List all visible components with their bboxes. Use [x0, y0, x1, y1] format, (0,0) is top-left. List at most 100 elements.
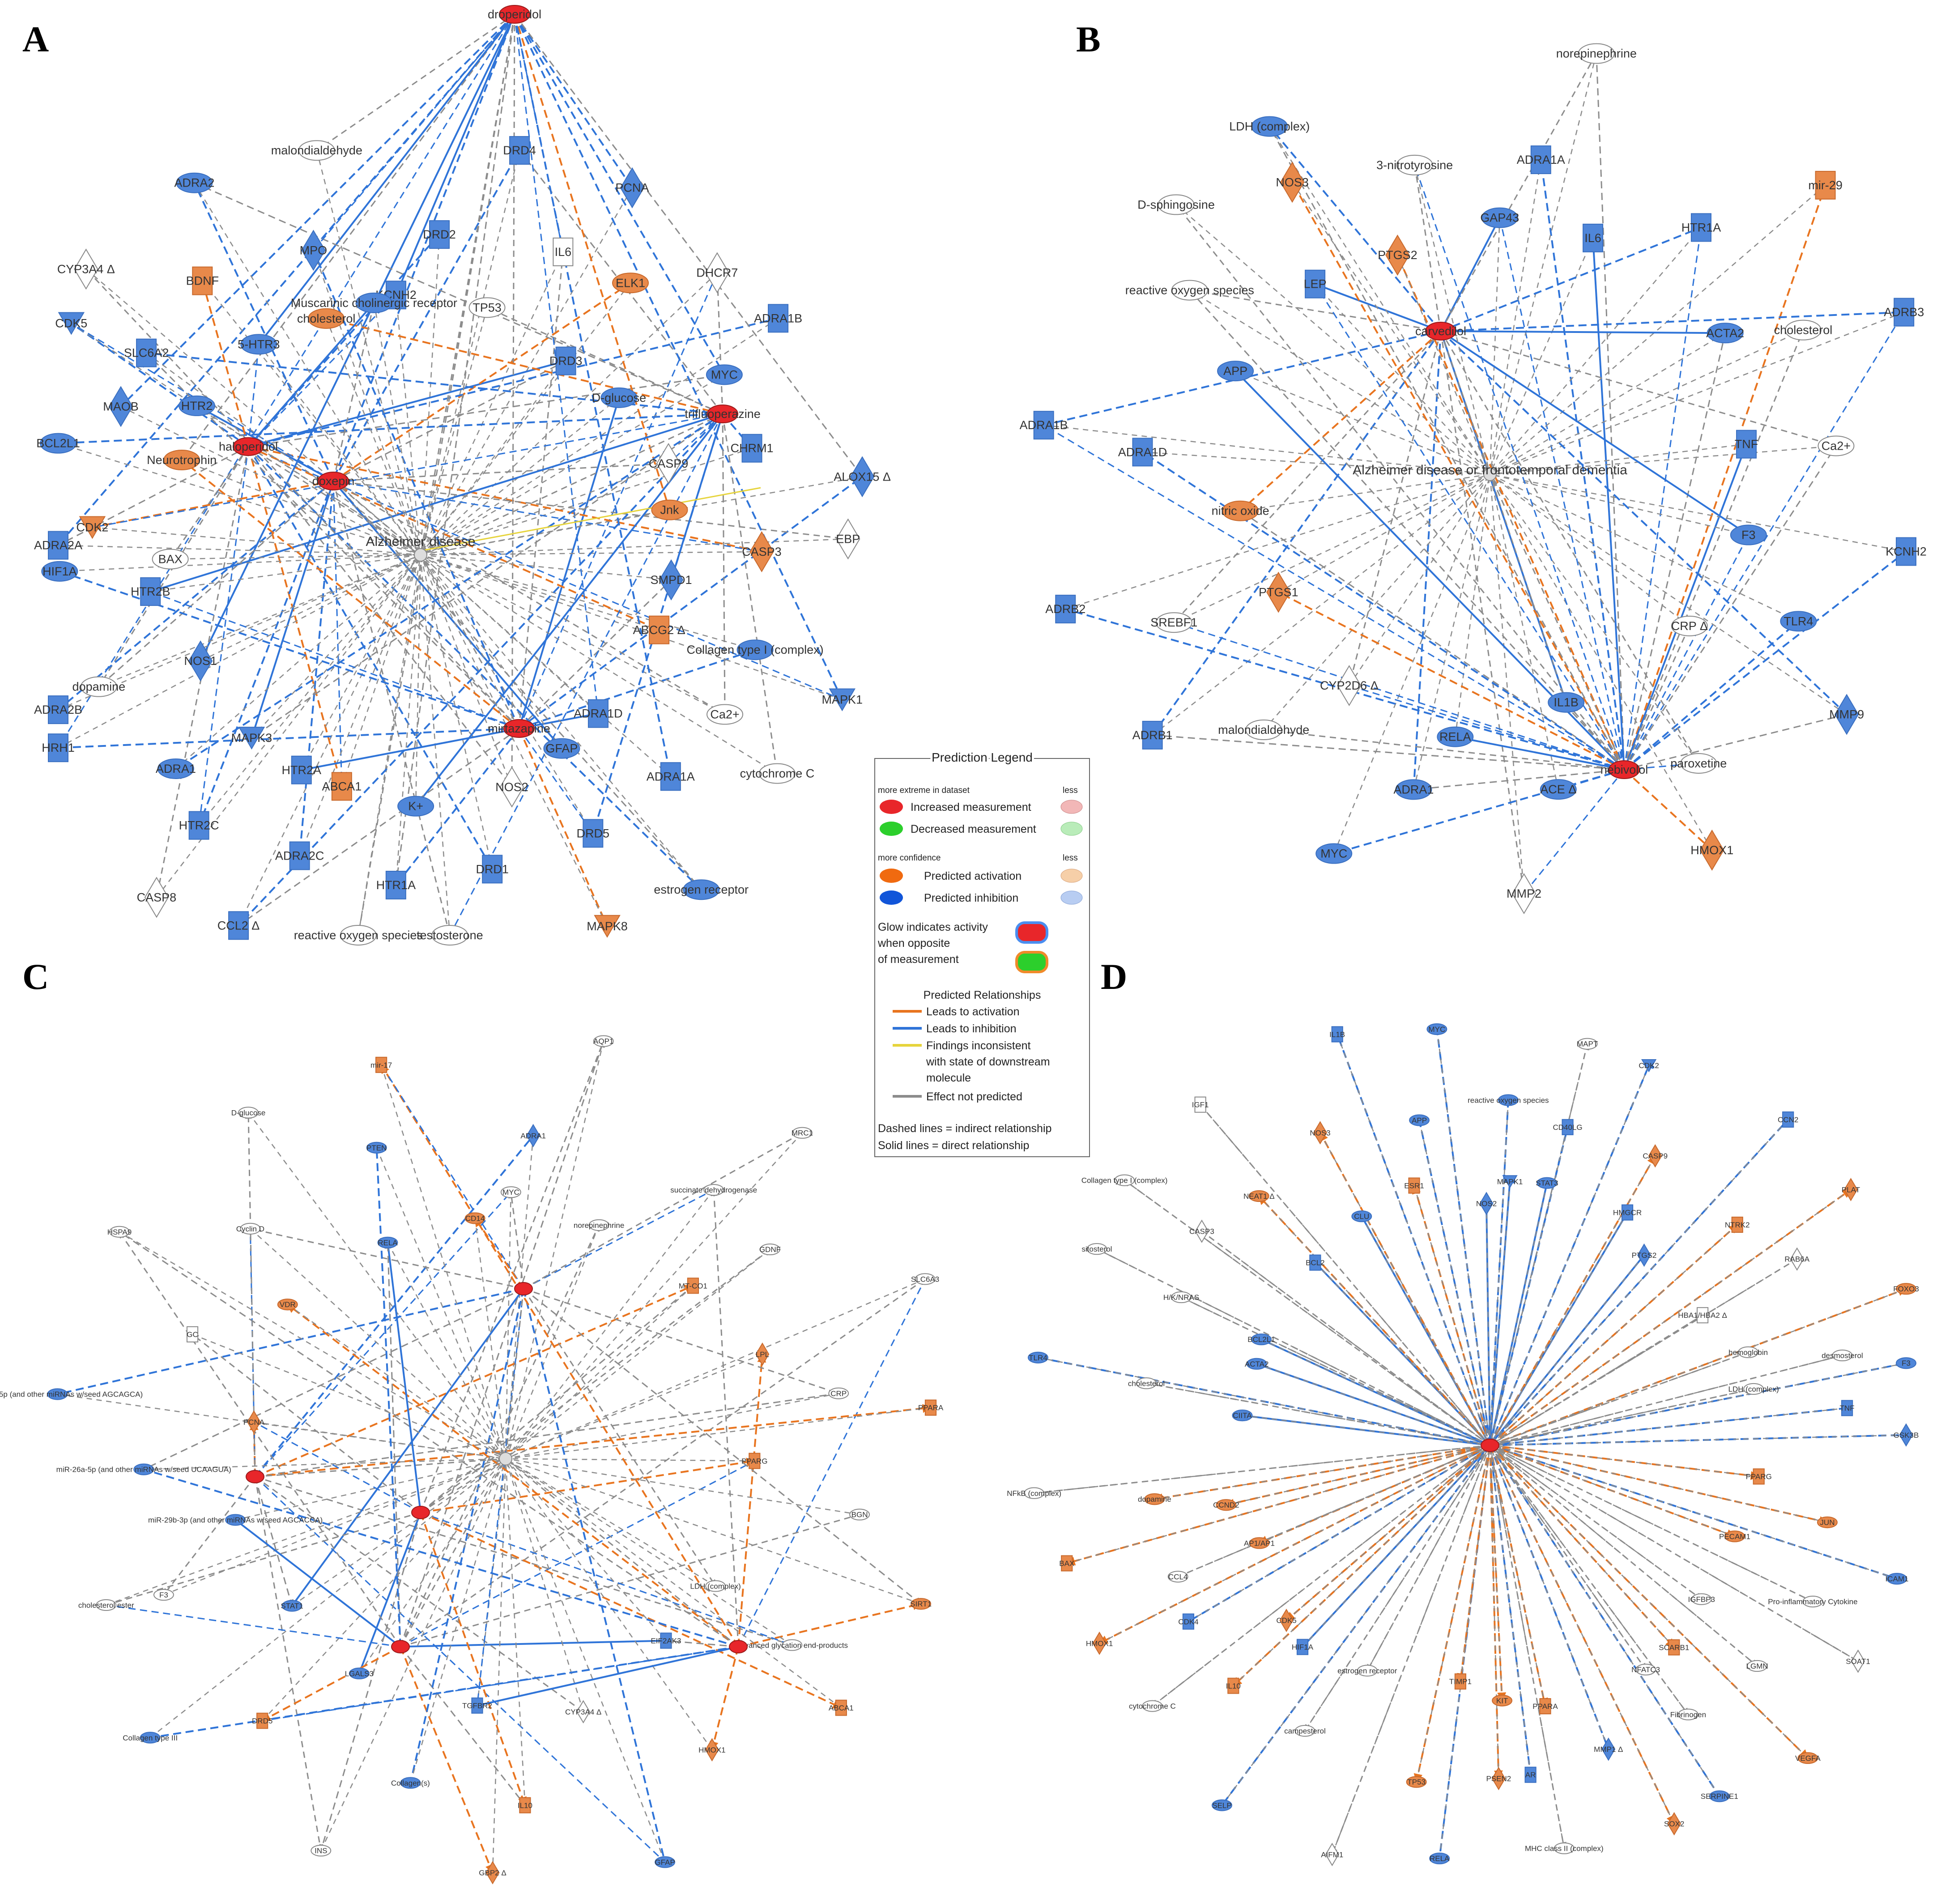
node-gsk3b[interactable]: GSK3B [1894, 1423, 1919, 1447]
node-cd40lg[interactable]: CD40LG [1553, 1119, 1583, 1135]
node-ace[interactable]: ACE Δ [1540, 779, 1577, 800]
node-igfbp3[interactable]: IGFBP3 [1688, 1593, 1715, 1605]
node-il10[interactable]: IL10 [1226, 1678, 1241, 1694]
node-pro-inflammatory-cytokine[interactable]: Pro-inflammatory Cytokine [1768, 1595, 1858, 1608]
node-sirt1[interactable]: SIRT1 [910, 1598, 932, 1610]
node-htr1a[interactable]: HTR1A [1681, 213, 1721, 242]
node-f3[interactable]: F3 [1896, 1357, 1916, 1369]
node-cdk5[interactable]: CDK5 [55, 312, 87, 335]
node-tlr4[interactable]: TLR4 [1780, 611, 1817, 632]
drug-node-carvedilol[interactable]: carvedilol [1415, 322, 1466, 341]
node-f3[interactable]: F3 [1730, 524, 1767, 545]
node-ccl2[interactable]: CCL2 Δ [217, 911, 260, 940]
node-ccnd2[interactable]: CCND2 [1213, 1499, 1239, 1511]
node-tgfbr2[interactable]: TGFBR2 [462, 1697, 492, 1714]
node-gfap[interactable]: GFAP [543, 738, 580, 759]
node-ldh-complex[interactable]: LDH (complex) [1728, 1383, 1779, 1395]
node-nfkb-complex[interactable]: NFkB (complex) [1007, 1487, 1061, 1499]
node-ar[interactable]: AR [1524, 1767, 1537, 1783]
node-mapk1[interactable]: MAPK1 [822, 688, 863, 711]
node-lpl[interactable]: LPL [755, 1342, 770, 1366]
node-d-glucose[interactable]: D-glucose [231, 1107, 266, 1119]
node-acta2[interactable]: ACTA2 [1245, 1358, 1269, 1370]
node-ca2[interactable]: Ca2+ [1818, 435, 1855, 456]
node-hmox1[interactable]: HMOX1 [698, 1738, 726, 1762]
node-sox2[interactable]: SOX2 [1664, 1812, 1684, 1836]
node-pparg[interactable]: PPARG [741, 1452, 767, 1469]
node-adra2c[interactable]: ADRA2C [275, 841, 324, 870]
drug-node-mirtazapine[interactable]: mirtazapine [488, 719, 550, 738]
node-d-sphingosine[interactable]: D-sphingosine [1137, 194, 1215, 215]
node-campesterol[interactable]: campesterol [1284, 1725, 1326, 1737]
node-ldh-complex[interactable]: LDH (complex) [690, 1580, 741, 1592]
node-paroxetine[interactable]: paroxetine [1670, 753, 1727, 774]
node-adrb2[interactable]: ADRB2 [1045, 595, 1085, 624]
node-norepinephrine[interactable]: norepinephrine [1556, 43, 1637, 64]
node-nos2[interactable]: NOS2 [1476, 1192, 1497, 1215]
node-nos3[interactable]: NOS3 [1310, 1121, 1331, 1145]
node-cholesterol-ester[interactable]: cholesterol ester [78, 1599, 134, 1611]
node-pten[interactable]: PTEN [366, 1142, 387, 1154]
node-ptgs2[interactable]: PTGS2 [1378, 234, 1417, 276]
node-elk1[interactable]: ELK1 [612, 273, 649, 294]
node-ccl4[interactable]: CCL4 [1167, 1571, 1188, 1583]
node-adrb1[interactable]: ADRB1 [1132, 720, 1173, 750]
node-gfap[interactable]: GFAP [655, 1856, 676, 1868]
node-pecam1[interactable]: PECAM1 [1719, 1530, 1750, 1542]
node-pcna[interactable]: PCNA [615, 167, 649, 209]
node-adra1a[interactable]: ADRA1A [647, 762, 695, 791]
node-estrogen-receptor[interactable]: estrogen receptor [1337, 1665, 1397, 1677]
node-f3[interactable]: F3 [153, 1589, 174, 1601]
node-cholesterol[interactable]: cholesterol [1128, 1377, 1165, 1389]
drug-node-d-0[interactable] [1481, 1439, 1499, 1452]
node-myc[interactable]: MYC [706, 364, 743, 385]
node-ppara[interactable]: PPARA [918, 1399, 944, 1416]
drug-node-haloperidol[interactable]: haloperidol [219, 437, 278, 456]
node-malondialdehyde[interactable]: malondialdehyde [1218, 720, 1309, 741]
node-cdk2[interactable]: CDK2 [1639, 1059, 1659, 1073]
node-ntrk2[interactable]: NTRK2 [1725, 1216, 1750, 1233]
node-slc6a3[interactable]: SLC6A3 [911, 1273, 939, 1285]
node-kit[interactable]: KIT [1492, 1695, 1513, 1707]
node-adra1d[interactable]: ADRA1D [1118, 438, 1167, 467]
node-casp3[interactable]: CASP3 [742, 531, 782, 572]
node-bax[interactable]: BAX [1059, 1555, 1074, 1572]
node-cdk5[interactable]: CDK5 [1276, 1609, 1297, 1632]
node-cyclin-d[interactable]: Cyclin D [236, 1222, 264, 1235]
node-myc[interactable]: MYC [500, 1186, 521, 1198]
node-ebp[interactable]: EBP [836, 518, 860, 560]
node-cholesterol[interactable]: cholesterol [1774, 319, 1833, 341]
node-collagen-type-i-complex[interactable]: Collagen type I (complex) [687, 639, 824, 660]
node-dopamine[interactable]: dopamine [72, 676, 126, 697]
node-lgals3[interactable]: LGALS3 [345, 1667, 374, 1679]
node-aifm1[interactable]: AIFM1 [1321, 1843, 1343, 1866]
node-tnf[interactable]: TNF [1735, 430, 1758, 459]
node-myc[interactable]: MYC [1426, 1023, 1447, 1035]
node-bcl2l1[interactable]: BCL2L1 [36, 433, 80, 454]
node-adra1[interactable]: ADRA1 [520, 1124, 546, 1147]
node-ldh-complex[interactable]: LDH (complex) [1229, 116, 1310, 137]
node-reactive-oxygen-species[interactable]: reactive oxygen species [294, 925, 423, 946]
node-nitric-oxide[interactable]: nitric oxide [1212, 500, 1269, 521]
node-mapk8[interactable]: MAPK8 [587, 915, 628, 938]
node-bcl2[interactable]: BCL2 [1306, 1254, 1325, 1271]
node-il1b[interactable]: IL1B [1329, 1026, 1345, 1043]
node-drd2[interactable]: DRD2 [423, 220, 456, 249]
node-nos3[interactable]: NOS3 [1276, 162, 1309, 203]
node-soat1[interactable]: SOAT1 [1846, 1649, 1870, 1673]
drug-node-c-3[interactable] [391, 1640, 410, 1653]
node-ppara[interactable]: PPARA [1532, 1698, 1558, 1715]
node-cdk4[interactable]: CDK4 [1178, 1613, 1199, 1630]
node-cyp3a4[interactable]: CYP3A4 Δ [57, 248, 115, 290]
node-3-nitrotyrosine[interactable]: 3-nitrotyrosine [1376, 154, 1453, 175]
node-aqp1[interactable]: AQP1 [593, 1035, 614, 1047]
node-neurotrophin[interactable]: Neurotrophin [147, 449, 217, 470]
node-stat3[interactable]: STAT3 [1536, 1177, 1558, 1189]
node-mmp2[interactable]: MMP2 [1507, 873, 1541, 915]
node-fibrinogen[interactable]: Fibrinogen [1670, 1708, 1706, 1721]
node-casp9[interactable]: CASP9 [1643, 1144, 1668, 1168]
node-casp3[interactable]: CASP3 [1189, 1219, 1214, 1243]
node-neat1[interactable]: NEAT1 Δ [1243, 1190, 1275, 1202]
node-cytochrome-c[interactable]: cytochrome C [1129, 1700, 1176, 1712]
node-collagen-type-iii[interactable]: Collagen type III [123, 1732, 178, 1744]
